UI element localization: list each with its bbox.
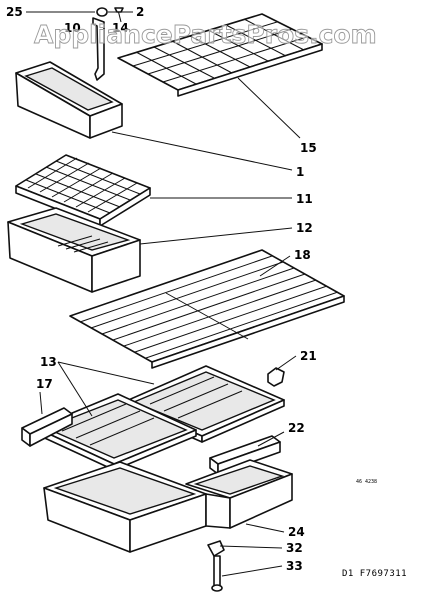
watermark: AppliancePartsPros.com [34,20,377,49]
drawing-code: D1 F7697311 [342,569,407,579]
callout-22: 22 [288,421,305,435]
leader-lines [26,11,301,577]
callout-10: 10 [64,21,81,35]
part-25-hinge-cap [96,7,108,17]
callout-12: 12 [296,221,313,235]
part-13-shelf-left [35,393,197,471]
part-15-wire-shelf [117,13,323,97]
callout-33: 33 [286,559,303,573]
part-12-crisper-drawer [7,207,141,293]
callout-32: 32 [286,541,303,555]
part-21-clip [267,367,285,387]
callout-1: 1 [296,165,304,179]
callout-17: 17 [36,377,53,391]
part-17-shelf-trim [21,407,73,447]
callout-21: 21 [300,349,317,363]
part-14-bracket [92,17,105,81]
part-24-pan-right [185,459,293,529]
callout-24: 24 [288,525,305,539]
callout-2: 2 [136,5,144,19]
callout-11: 11 [296,192,313,206]
callout-15: 15 [300,141,317,155]
callout-13: 13 [40,355,57,369]
part-18-wire-shelf [69,249,345,369]
part-32-bracket [207,540,225,557]
callout-18: 18 [294,248,311,262]
callout-14: 14 [112,21,129,35]
callout-25: 25 [6,5,23,19]
part-33-roller [211,555,223,592]
part-24-pan-left [43,461,207,553]
part-1-utility-bin [15,61,123,139]
small-reference-code: 46 4238 [356,479,377,485]
